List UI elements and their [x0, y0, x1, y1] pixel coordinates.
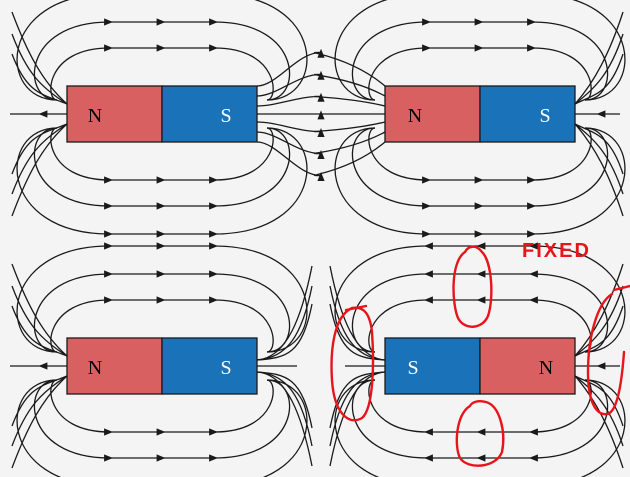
field-line [574, 375, 624, 469]
circled-region-left [330, 304, 375, 422]
field-line [256, 68, 386, 97]
field-line [33, 270, 291, 353]
field-line [11, 375, 68, 469]
field-line [11, 263, 68, 357]
field-line [574, 375, 624, 447]
field-line [351, 127, 609, 210]
field-line [11, 53, 68, 105]
field-line [16, 379, 308, 477]
field-line [574, 53, 624, 105]
field-line [11, 375, 68, 427]
field-line [256, 90, 386, 107]
field-line [574, 123, 624, 175]
field-line [574, 123, 624, 217]
field-line [368, 127, 592, 184]
field-line [574, 285, 624, 357]
magnets: N S N S N S S N [66, 85, 576, 395]
pole-label-left: S [407, 357, 418, 379]
pole-label-left: N [88, 105, 102, 127]
circled-region-bottom [455, 400, 505, 467]
field-line [256, 131, 386, 160]
field-line [574, 263, 624, 357]
field-line [256, 371, 313, 467]
field-line [256, 265, 313, 361]
magnet-top-right: N S [384, 85, 576, 143]
south-pole-block [479, 85, 576, 143]
field-line [11, 123, 68, 195]
north-pole-block [66, 85, 163, 143]
south-pole-block [161, 337, 258, 395]
magnet-bottom-right: S N [384, 337, 576, 395]
field-line [368, 44, 592, 101]
pole-label-left: N [88, 357, 102, 379]
handwritten-annotations: FIXED [330, 240, 630, 467]
field-line [334, 127, 626, 238]
field-line [16, 242, 308, 353]
field-line [33, 18, 291, 101]
field-line [16, 127, 308, 238]
field-line [329, 371, 386, 467]
magnet-top-left: N S [66, 85, 258, 143]
field-line [11, 33, 68, 105]
field-line [351, 270, 609, 353]
field-line [11, 305, 68, 357]
south-pole-block [161, 85, 258, 143]
field-line [11, 123, 68, 175]
field-line [574, 33, 624, 105]
fixed-annotation-text: FIXED [522, 240, 591, 262]
field-line [256, 121, 386, 138]
pole-label-right: S [220, 105, 231, 127]
north-pole-block [384, 85, 481, 143]
field-line [574, 375, 624, 427]
pole-label-right: S [539, 105, 550, 127]
field-line [329, 265, 386, 361]
field-line [329, 303, 386, 361]
field-line [574, 11, 624, 105]
pole-label-right: N [539, 357, 553, 379]
field-line [256, 46, 386, 87]
magnet-bottom-left: N S [66, 337, 258, 395]
north-pole-block [66, 337, 163, 395]
circled-region-right [586, 284, 630, 416]
field-line [351, 379, 609, 462]
field-line [11, 285, 68, 357]
field-line [256, 303, 313, 361]
field-line [11, 375, 68, 447]
field-line [256, 285, 313, 361]
pole-label-left: N [408, 105, 422, 127]
field-line [256, 141, 386, 182]
field-line [351, 18, 609, 101]
field-line [256, 371, 313, 447]
field-line [574, 123, 624, 195]
field-lines [10, 0, 626, 477]
pole-label-right: S [220, 357, 231, 379]
field-line [11, 123, 68, 217]
field-line [574, 305, 624, 357]
field-line [11, 11, 68, 105]
field-line [368, 379, 592, 436]
north-pole-block [479, 337, 576, 395]
field-line [334, 0, 626, 101]
field-line [16, 0, 308, 101]
field-line [33, 127, 291, 210]
south-pole-block [384, 337, 481, 395]
field-line [33, 379, 291, 462]
circled-region-top [452, 245, 493, 328]
field-line [256, 371, 313, 429]
